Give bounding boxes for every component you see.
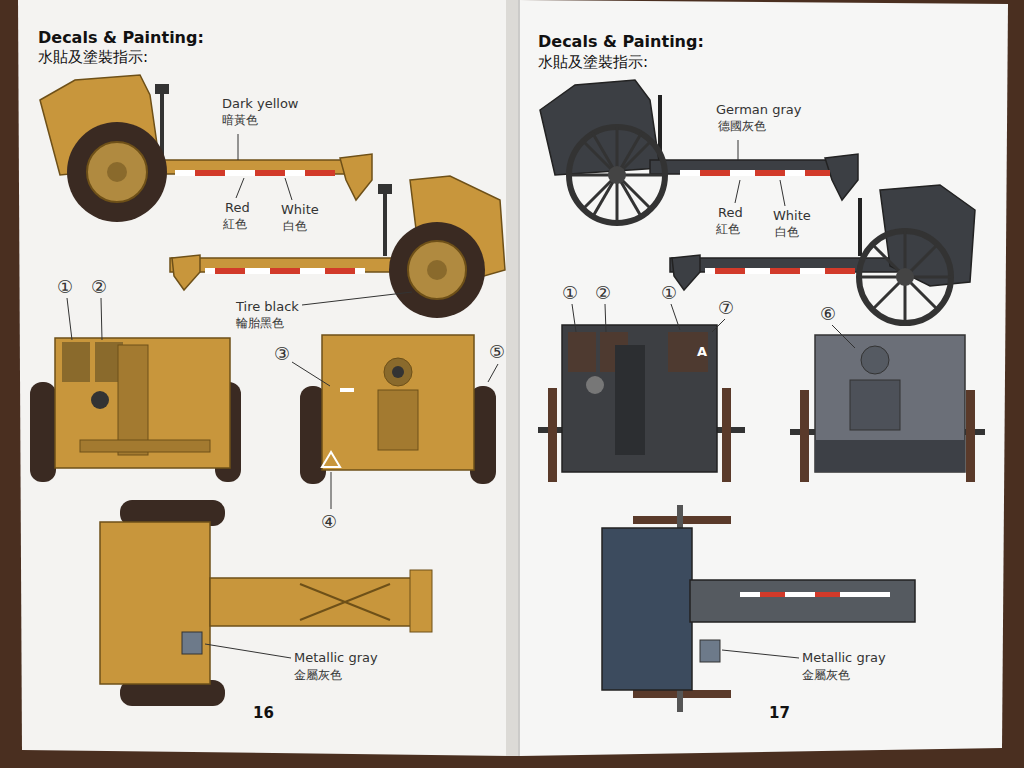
callout-number: ③	[274, 343, 290, 365]
color-label-zh: 金屬灰色	[802, 668, 850, 682]
color-label-zh: 白色	[775, 225, 799, 239]
color-label: Red	[718, 205, 743, 221]
color-label-zh: 金屬灰色	[294, 668, 342, 682]
color-label: Metallic gray	[294, 650, 378, 666]
callout-number: ②	[91, 276, 107, 298]
color-label: White	[773, 208, 811, 224]
callout-number: ①	[661, 282, 677, 304]
callout-number: ①	[562, 282, 578, 304]
page-heading-zh: 水貼及塗裝指示:	[38, 48, 148, 66]
color-label-zh: 紅色	[716, 222, 740, 236]
callout-number: ⑤	[489, 341, 505, 363]
callout-number: ⑥	[820, 303, 836, 325]
color-label-zh: 紅色	[223, 217, 247, 231]
callout-number: ②	[595, 282, 611, 304]
color-label: Red	[225, 200, 250, 216]
color-label: German gray	[716, 102, 801, 118]
color-label: White	[281, 202, 319, 218]
color-label-zh: 白色	[283, 219, 307, 233]
color-label: Metallic gray	[802, 650, 886, 666]
page-number: 17	[769, 704, 790, 722]
page-heading-zh: 水貼及塗裝指示:	[538, 53, 648, 71]
color-label-zh: 輪胎黑色	[236, 316, 284, 330]
color-label: Dark yellow	[222, 96, 298, 112]
color-label-zh: 德國灰色	[718, 119, 766, 133]
color-label-zh: 暗黃色	[222, 113, 258, 127]
page-number: 16	[253, 704, 274, 722]
color-label: Tire black	[236, 299, 299, 315]
page-heading: Decals & Painting:	[38, 28, 204, 47]
callout-number: ①	[57, 276, 73, 298]
page-heading: Decals & Painting:	[538, 32, 704, 51]
callout-number: ⑦	[718, 297, 734, 319]
decal-letter: A	[697, 344, 707, 360]
callout-number: ④	[321, 511, 337, 533]
